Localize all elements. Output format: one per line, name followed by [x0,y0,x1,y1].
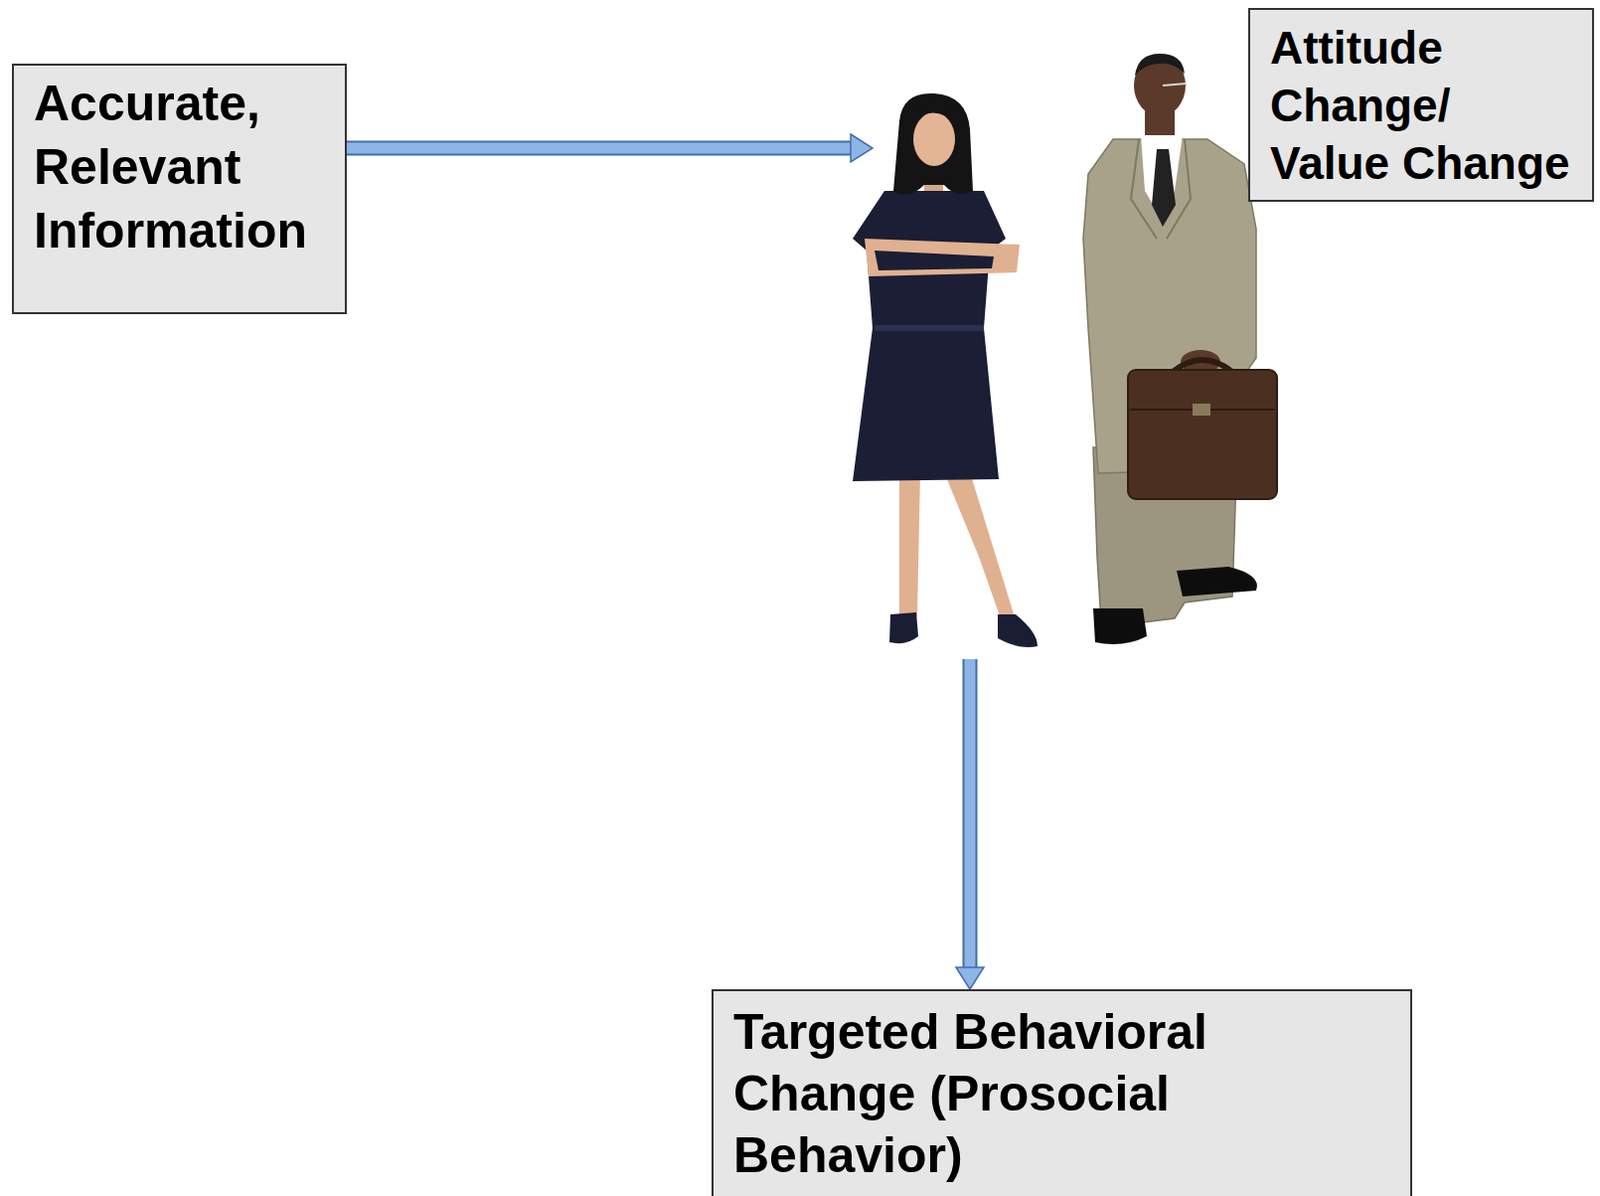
leg [899,472,921,623]
box-label: Targeted Behavioral Change (Prosocial Be… [733,1000,1391,1186]
box-label: Accurate, Relevant Information [33,71,325,263]
arrow-head [1145,966,1174,989]
sleeve [874,250,994,271]
hair [1134,53,1185,76]
head [1133,54,1186,117]
leg [944,472,1016,628]
briefcase-clasp [1192,403,1211,416]
briefcase [1127,369,1278,499]
fringe [912,103,957,124]
hair [893,93,973,195]
text-box: Targeted Behavioral Change (Prosocial Be… [711,988,1413,1196]
woman-figure [852,93,1038,647]
box-label: Attitude Change/ Value Change [1270,18,1571,192]
shoe [1093,608,1147,644]
arrow-shaft [346,76,1227,88]
block-arrow [346,67,1249,96]
arrow-shaft [346,143,851,155]
dress [852,190,1006,481]
belt [874,324,984,331]
crossed-arms [864,238,1020,277]
shoe [997,614,1038,647]
arrow-shaft-outline [962,658,978,967]
block-arrow [346,134,873,162]
arrow-head [850,134,873,162]
lapel [1130,139,1191,239]
shoe [889,612,919,643]
arrow-shaft-outline [346,141,851,157]
text-box: Attitude Change/ Value Change [1248,7,1595,202]
text-box: Accurate, Relevant Information [11,63,347,315]
glasses [1162,83,1187,86]
face [913,112,956,166]
arrow-shaft [964,658,976,967]
block-arrow [956,658,984,989]
tie [1151,149,1176,227]
arrow-shaft-outline [346,74,1227,90]
arrow-head [1226,67,1249,96]
arrow-head [956,966,984,989]
shoe [1176,566,1258,597]
